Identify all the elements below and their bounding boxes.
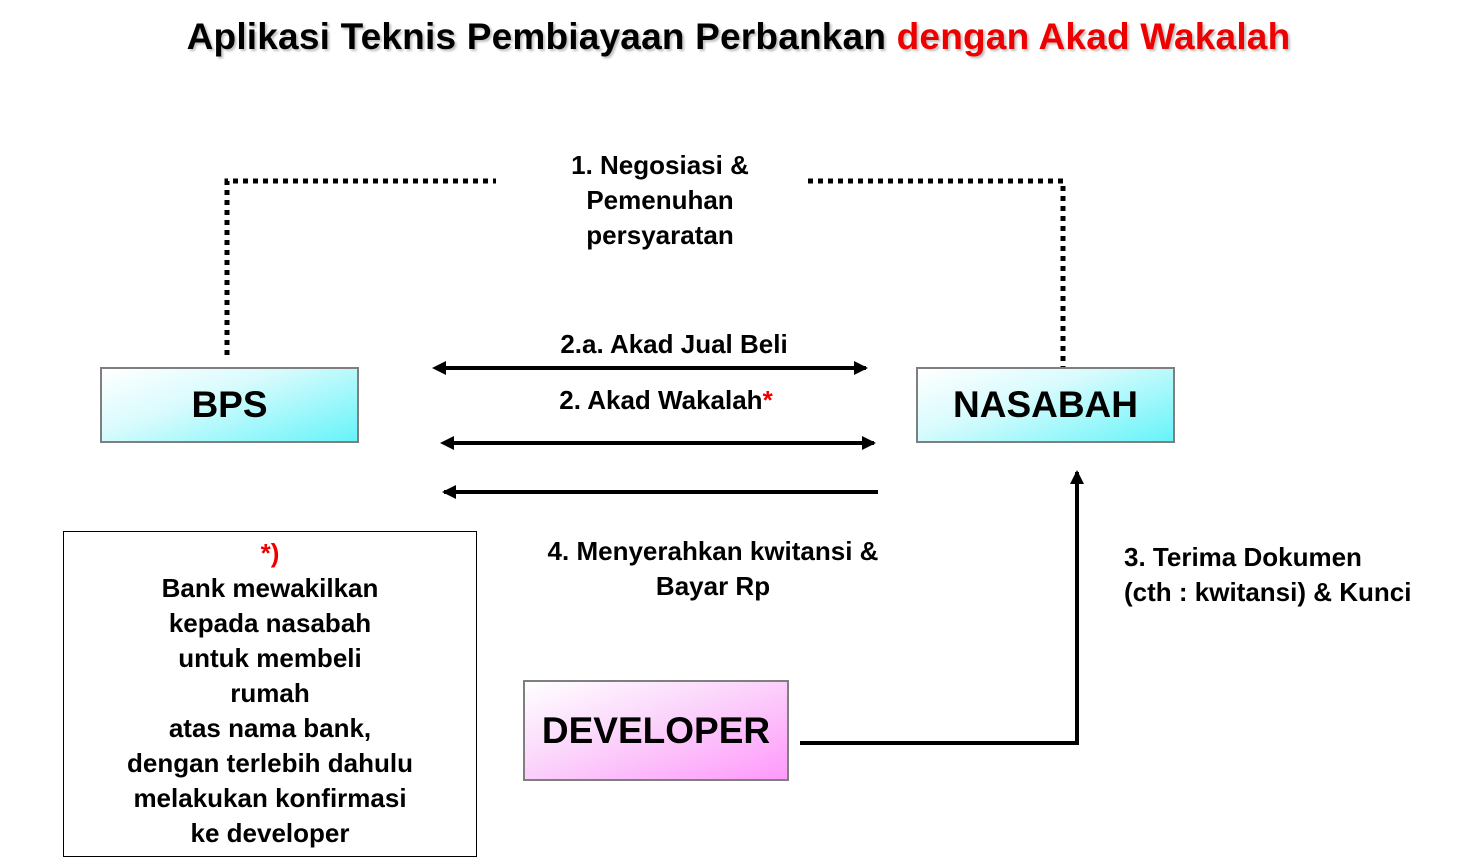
node-developer: DEVELOPER <box>523 680 789 781</box>
footnote-line: atas nama bank, <box>168 713 372 743</box>
footnote-line: kepada nasabah <box>168 608 372 638</box>
footnote-line: rumah <box>230 678 310 708</box>
node-developer-label: DEVELOPER <box>541 709 771 751</box>
footnote-line: untuk membeli <box>178 643 362 673</box>
footnote-line: melakukan konfirmasi <box>133 783 407 813</box>
node-nasabah-label: NASABAH <box>953 384 1138 425</box>
step3-line: (cth : kwitansi) & Kunci <box>1124 577 1412 607</box>
step4-line: 4. Menyerahkan kwitansi & <box>547 536 879 566</box>
node-bps-label: BPS <box>191 384 268 425</box>
title-red: dengan Akad Wakalah <box>896 16 1291 57</box>
title-black: Aplikasi Teknis Pembiayaan Perbankan <box>186 16 887 57</box>
step2a-label: 2.a. Akad Jual Beli <box>560 329 788 359</box>
footnote-line: dengan terlebih dahulu <box>126 748 413 778</box>
step1-label: 1. Negosiasi & Pemenuhan persyaratan <box>520 148 800 253</box>
negotiation-dotted-line <box>224 178 1066 367</box>
diagram-title: Aplikasi Teknis Pembiayaan Perbankan den… <box>0 16 1477 58</box>
step2-text: 2. Akad Wakalah <box>559 385 763 415</box>
step1-line: Pemenuhan <box>586 185 734 215</box>
footnote-line: ke developer <box>190 818 350 848</box>
footnote-marker: *) <box>260 538 280 568</box>
footnote-box: *) Bank mewakilkan kepada nasabah untuk … <box>63 531 477 857</box>
step1-line: 1. Negosiasi & <box>571 150 749 180</box>
node-bps: BPS <box>100 367 359 443</box>
footnote-line: Bank mewakilkan <box>161 573 379 603</box>
step1-line: persyaratan <box>586 220 734 250</box>
step3-label: 3. Terima Dokumen (cth : kwitansi) & Kun… <box>1124 540 1464 610</box>
step4-label: 4. Menyerahkan kwitansi & Bayar Rp <box>500 534 926 604</box>
step4-line: Bayar Rp <box>655 571 771 601</box>
arrow-terima-dokumen <box>800 470 1084 745</box>
asterisk-marker: * <box>762 385 773 415</box>
step3-line: 3. Terima Dokumen <box>1124 542 1362 572</box>
node-nasabah: NASABAH <box>916 367 1175 443</box>
step2-label: 2. Akad Wakalah* <box>466 383 866 418</box>
